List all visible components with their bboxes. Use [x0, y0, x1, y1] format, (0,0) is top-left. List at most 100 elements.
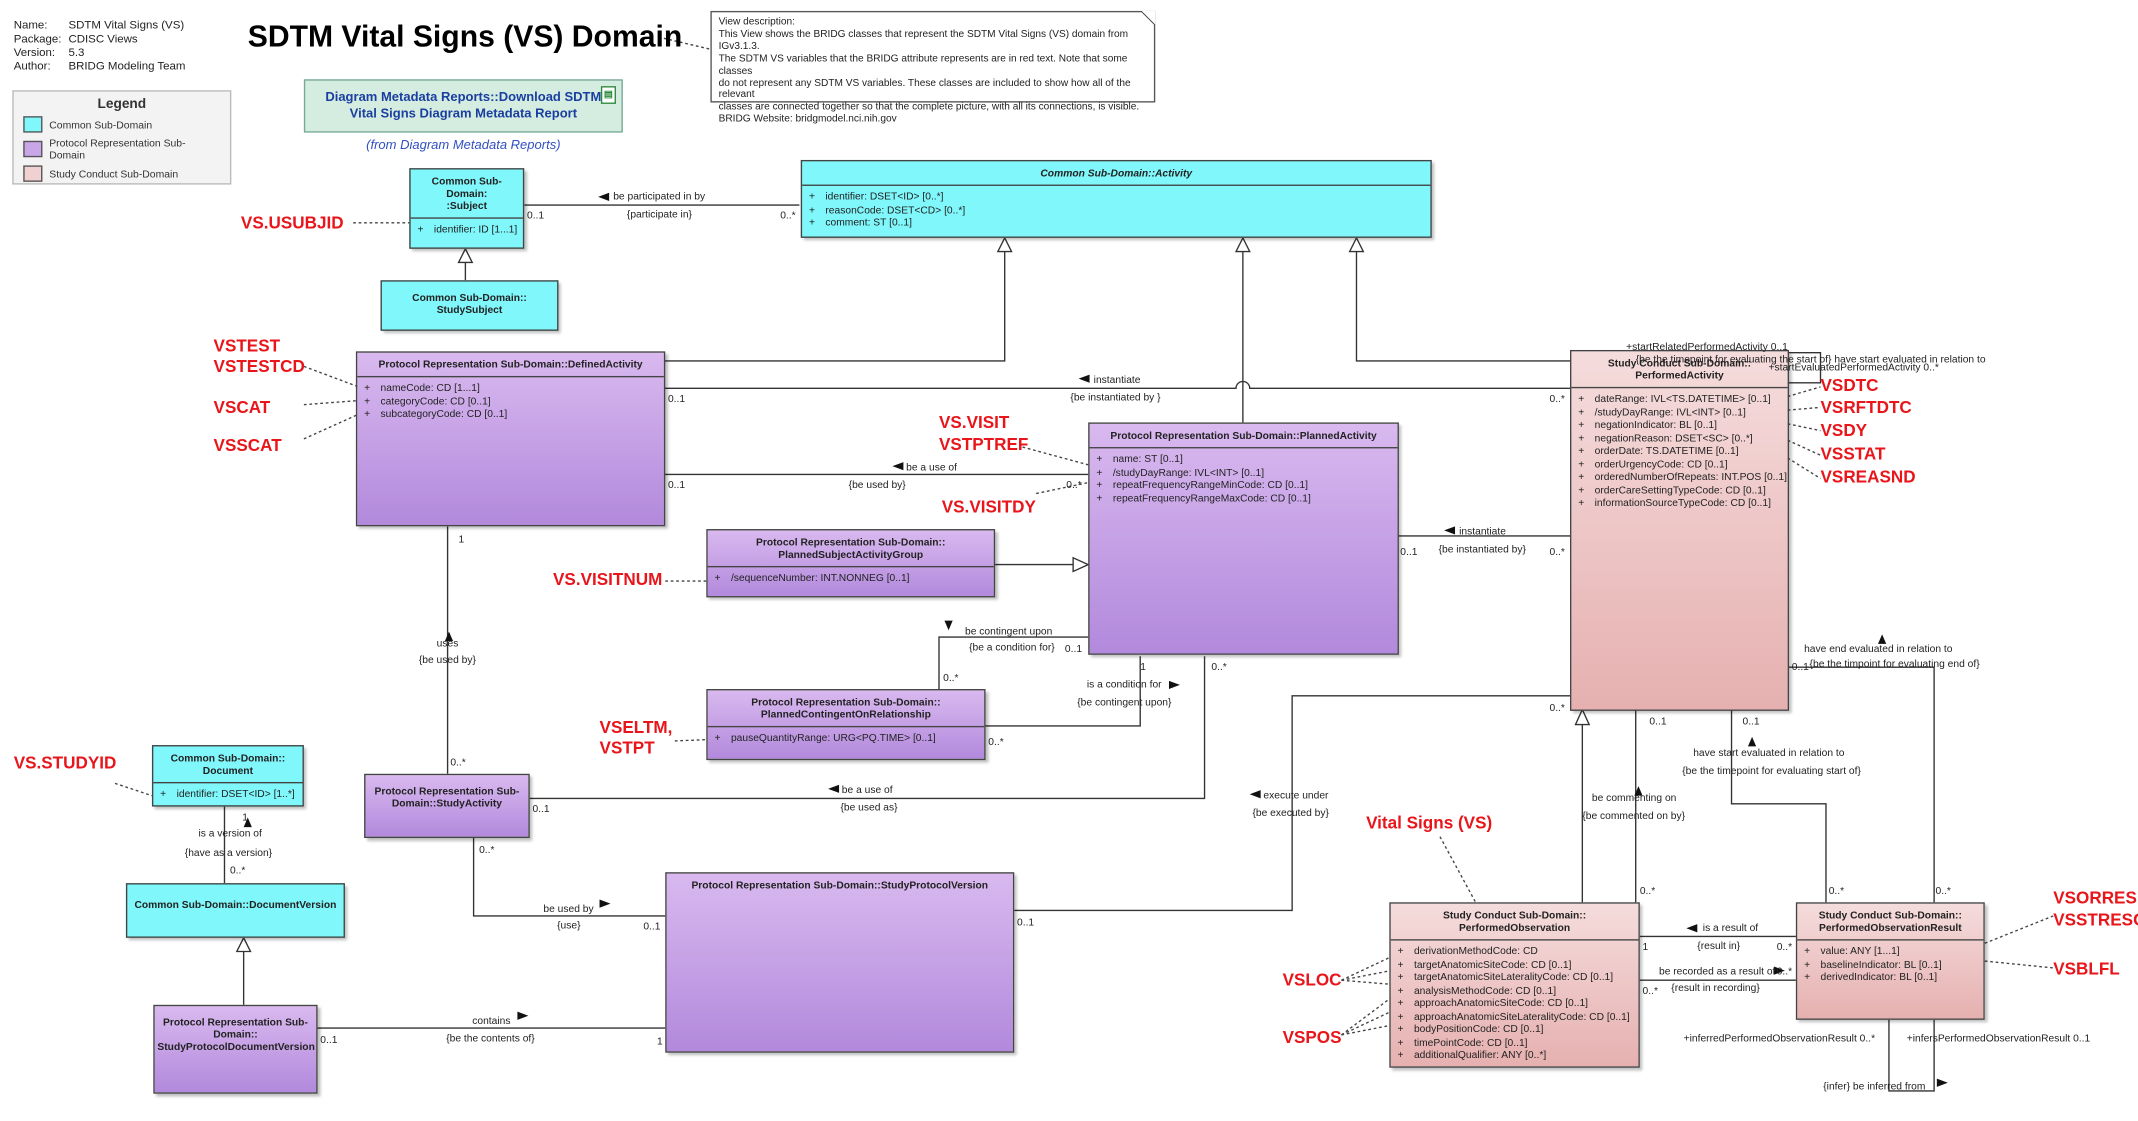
multiplicity: 0..1 — [1400, 545, 1418, 558]
multiplicity: 1 — [458, 533, 465, 546]
class-name: Protocol Representation Sub-Domain::Stud… — [365, 779, 528, 815]
class-name: Study Conduct Sub-Domain::PerformedObser… — [1391, 904, 1639, 940]
visibility-marker: + — [364, 381, 371, 394]
legend-swatch — [23, 165, 43, 182]
class-performedobservationresult[interactable]: Study Conduct Sub-Domain::PerformedObser… — [1795, 902, 1985, 1020]
class-name-line: StudyProtocolDocumentVersion — [157, 1040, 315, 1053]
assoc-label: {participate in} — [626, 207, 692, 221]
class-attribute: +subcategoryCode: CD [0..1] — [361, 407, 659, 420]
class-performedobservation[interactable]: Study Conduct Sub-Domain::PerformedObser… — [1389, 902, 1640, 1068]
diagram-title: SDTM Vital Signs (VS) Domain — [247, 19, 683, 54]
class-name: Protocol Representation Sub-Domain::Stud… — [667, 874, 1013, 897]
visibility-marker: + — [364, 407, 371, 420]
diagram-metadata-report-link[interactable]: Diagram Metadata Reports::Download SDTM … — [303, 79, 623, 133]
visibility-marker: + — [1096, 478, 1103, 491]
class-name: Common Sub-Domain::StudySubject — [382, 286, 557, 322]
sdtm-domain-vitalsigns: Vital Signs (VS) — [1366, 813, 1493, 833]
class-document[interactable]: Common Sub-Domain::Document+identifier: … — [151, 745, 304, 807]
sdtm-var-vsloc: VSLOC — [1282, 970, 1342, 990]
multiplicity: 0..* — [943, 671, 959, 684]
attribute-text: orderDate: TS.DATETIME [0..1] — [1594, 444, 1739, 457]
visibility-marker: + — [1397, 983, 1404, 996]
assoc-label: is a version of — [198, 827, 262, 840]
attribute-text: derivationMethodCode: CD — [1413, 944, 1538, 957]
attribute-text: orderedNumberOfRepeats: INT.POS [0..1] — [1594, 470, 1787, 483]
class-attribute: +repeatFrequencyRangeMaxCode: CD [0..1] — [1094, 491, 1394, 504]
class-documentversion[interactable]: Common Sub-Domain::DocumentVersion — [125, 883, 345, 938]
visibility-marker: + — [1578, 496, 1585, 509]
class-attribute: +/studyDayRange: IVL<INT> [0..1] — [1094, 465, 1394, 478]
class-studyactivity[interactable]: Protocol Representation Sub-Domain::Stud… — [364, 773, 530, 839]
assoc-label: +inferredPerformedObservationResult 0..* — [1683, 1032, 1876, 1045]
visibility-marker: + — [808, 203, 815, 216]
assoc-label: be recorded as a result of — [1658, 965, 1776, 978]
class-subject[interactable]: Common Sub-Domain::Subject+identifier: I… — [409, 168, 525, 249]
class-attribute: +repeatFrequencyRangeMinCode: CD [0..1] — [1094, 478, 1394, 491]
attribute-text: pauseQuantityRange: URG<PQ.TIME> [0..1] — [730, 731, 936, 744]
class-definedactivity[interactable]: Protocol Representation Sub-Domain::Defi… — [355, 351, 666, 527]
class-name: Study Conduct Sub-Domain::PerformedActiv… — [1571, 351, 1787, 387]
class-activity[interactable]: Common Sub-Domain::Activity+identifier: … — [800, 159, 1432, 238]
metadata-row: Version: 5.3 — [14, 45, 186, 59]
class-attribute: +orderedNumberOfRepeats: INT.POS [0..1] — [1575, 470, 1787, 483]
attribute-text: derivedIndicator: BL [0..1] — [1820, 970, 1938, 983]
legend-item-common: Common Sub-Domain — [23, 116, 220, 133]
class-name-line: Protocol Representation Sub- — [162, 1015, 308, 1029]
diagram-ref-from: (from Diagram Metadata Reports) — [366, 138, 561, 154]
metadata-row: Name:SDTM Vital Signs (VS) — [14, 18, 186, 32]
attribute-text: categoryCode: CD [0..1] — [380, 394, 491, 407]
multiplicity: 0..* — [1639, 884, 1656, 897]
multiplicity: 0..1 — [320, 1033, 338, 1046]
assoc-label: is a result of — [1702, 921, 1759, 934]
class-attributes: +value: ANY [1...1]+baselineIndicator: B… — [1797, 939, 1984, 988]
assoc-label: {use} — [557, 918, 581, 931]
attribute-text: timePointCode: CD [0..1] — [1413, 1035, 1528, 1048]
assoc-label: {have as a version} — [184, 846, 273, 859]
note-line: classes are connected together so that t… — [718, 100, 1140, 113]
class-plannedcontingentonrelationship[interactable]: Protocol Representation Sub-Domain::Plan… — [706, 689, 986, 761]
metadata-key: Version: — [13, 45, 56, 59]
visibility-marker: + — [1578, 444, 1585, 457]
attribute-text: analysisMethodCode: CD [0..1] — [1413, 983, 1557, 996]
attribute-text: bodyPositionCode: CD [0..1] — [1413, 1022, 1544, 1035]
visibility-marker: + — [1578, 431, 1585, 444]
assoc-label: {result in} — [1697, 939, 1741, 952]
class-name-line: :Subject — [446, 199, 488, 212]
visibility-marker: + — [1397, 944, 1404, 957]
class-name: Common Sub-Domain::Document — [153, 746, 302, 782]
class-attribute: +targetAnatomicSiteLateralityCode: CD [0… — [1395, 971, 1635, 984]
assoc-label: uses — [436, 637, 459, 650]
assoc-label: {be instantiated by} — [1438, 542, 1526, 556]
class-name-line: Study Conduct Sub-Domain:: — [1607, 356, 1752, 370]
class-attribute: +timePointCode: CD [0..1] — [1395, 1036, 1635, 1049]
class-name: Protocol Representation Sub-Domain::Plan… — [708, 690, 984, 726]
multiplicity: 0..* — [1935, 884, 1951, 897]
class-name-line: Domain::StudyActivity — [391, 797, 502, 810]
class-attribute: +pauseQuantityRange: URG<PQ.TIME> [0..1] — [712, 731, 980, 744]
class-name: Protocol Representation Sub-Domain::Stud… — [155, 1010, 317, 1058]
class-studyprotocoldocumentversion[interactable]: Protocol Representation Sub-Domain::Stud… — [153, 1004, 318, 1094]
multiplicity: 0..1 — [526, 209, 545, 222]
visibility-marker: + — [1804, 944, 1811, 957]
assoc-label: contains — [472, 1014, 511, 1027]
class-studysubject[interactable]: Common Sub-Domain::StudySubject — [380, 280, 559, 331]
attribute-text: baselineIndicator: BL [0..1] — [1820, 957, 1942, 970]
multiplicity: 0..1 — [1017, 915, 1035, 929]
multiplicity: 0..1 — [667, 478, 686, 491]
metadata-value: 5.3 — [68, 45, 85, 59]
class-plannedsubjectactivitygroup[interactable]: Protocol Representation Sub-Domain::Plan… — [706, 529, 996, 598]
assoc-label: be a use of — [906, 460, 957, 474]
visibility-marker: + — [1397, 957, 1404, 970]
multiplicity: 0..1 — [532, 802, 550, 815]
assoc-label: {be instantiated by } — [1070, 390, 1161, 404]
sdtm-var-vsrftdtc: VSRFTDTC — [1820, 397, 1912, 417]
assoc-label: be participated in by — [613, 190, 706, 203]
view-description-note: View description:This View shows the BRI… — [710, 10, 1156, 125]
class-studyprotocolversion[interactable]: Protocol Representation Sub-Domain::Stud… — [665, 872, 1015, 1053]
class-plannedactivity[interactable]: Protocol Representation Sub-Domain::Plan… — [1088, 422, 1399, 655]
attribute-text: approachAnatomicSiteLateralityCode: CD [… — [1413, 1009, 1630, 1022]
visibility-marker: + — [1578, 392, 1585, 405]
multiplicity: 0..1 — [643, 920, 661, 933]
class-name-line: PlannedContingentOnRelationship — [760, 708, 931, 721]
class-performedactivity[interactable]: Study Conduct Sub-Domain::PerformedActiv… — [1570, 349, 1790, 711]
